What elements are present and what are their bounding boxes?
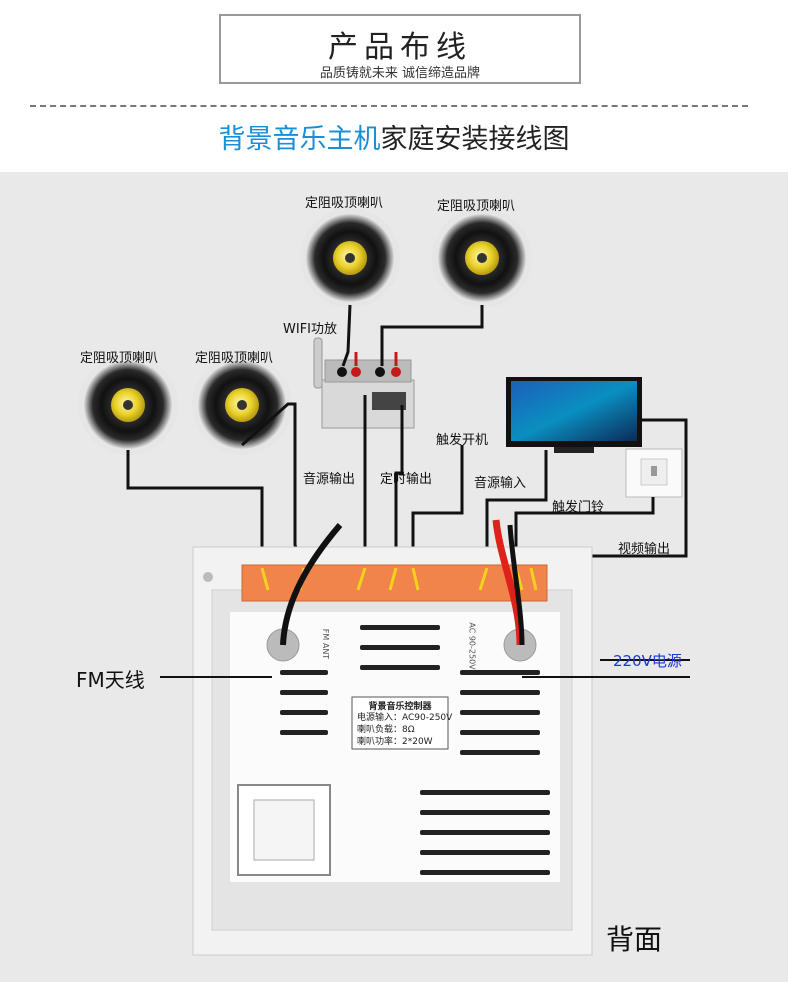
ceiling-speaker-icon — [192, 355, 292, 455]
label-trigger-on: 触发开机 — [436, 433, 489, 448]
doorbell-button-icon — [625, 448, 683, 498]
label-speaker-top-right: 定阻吸顶喇叭 — [437, 199, 516, 214]
divider — [30, 105, 748, 107]
controller-back-panel — [192, 546, 593, 956]
device-label-title: 背景音乐控制器 — [368, 702, 432, 712]
fm-ant-print: FM ANT — [321, 628, 331, 660]
ceiling-speaker-icon — [432, 208, 532, 308]
label-back-side: 背面 — [606, 923, 663, 956]
black-wires — [126, 304, 688, 571]
label-doorbell: 触发门铃 — [552, 500, 605, 515]
wifi-amplifier-icon — [313, 337, 415, 429]
diagram-title-highlight: 背景音乐主机 — [218, 124, 381, 155]
label-speaker-top-left: 定阻吸顶喇叭 — [305, 196, 384, 211]
page-subtitle: 品质铸就未来 诚信缔造品牌 — [319, 66, 481, 81]
ceiling-speaker-icon — [78, 355, 178, 455]
device-spec-line: 喇叭功率：2*20W — [357, 737, 433, 747]
ceiling-speaker-icon — [300, 208, 400, 308]
device-spec-line: 喇叭负载：8Ω — [357, 725, 415, 735]
label-wifi-amp: WIFI功放 — [283, 322, 337, 337]
label-audio-in: 音源输入 — [474, 476, 527, 491]
tv-monitor-icon — [506, 377, 642, 453]
diagram-title: 背景音乐主机家庭安装接线图 — [0, 117, 788, 156]
ac-range-print: AC 90-250V — [467, 622, 477, 670]
power-cable-black — [507, 524, 525, 646]
header-box — [219, 14, 581, 84]
label-audio-out: 音源输出 — [303, 472, 356, 487]
label-video-out: 视频输出 — [618, 542, 671, 557]
fm-antenna-cable — [280, 523, 343, 646]
diagram-title-rest: 家庭安装接线图 — [380, 124, 570, 155]
page-title: 产品布线 — [328, 30, 472, 65]
label-speaker-mid-left: 定阻吸顶喇叭 — [80, 351, 159, 366]
label-timer-out: 定时输出 — [380, 472, 433, 487]
label-220v-power: 220V电源 — [613, 652, 682, 670]
label-speaker-mid-right: 定阻吸顶喇叭 — [195, 351, 274, 366]
device-spec-line: 电源输入：AC90-250V — [357, 713, 453, 723]
label-fm-antenna: FM天线 — [76, 668, 145, 692]
